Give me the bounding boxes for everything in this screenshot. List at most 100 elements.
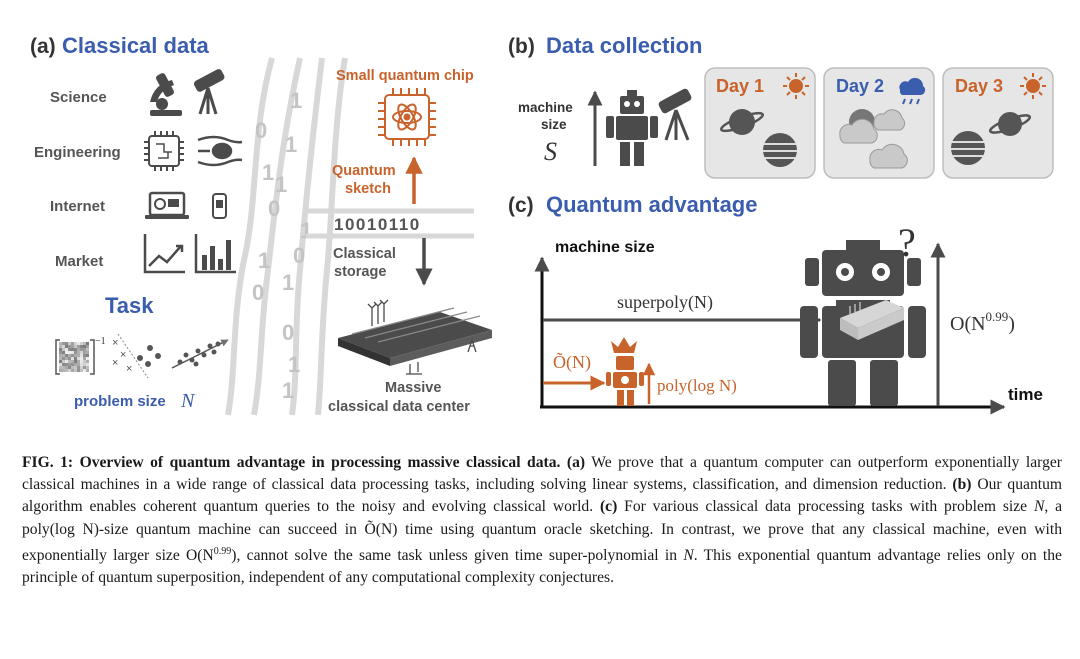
caption-otilde: Õ(N)	[364, 520, 398, 538]
machine-size-var: S	[544, 137, 557, 166]
bits-string: 10010110	[334, 215, 421, 234]
panel-b: (b) Data collection machine size S Day 1	[508, 33, 1054, 179]
poly-log-label: poly(log N)	[657, 376, 737, 395]
storage-line2: storage	[334, 264, 386, 280]
svg-text:×: ×	[112, 337, 118, 349]
x-axis-label: time	[1008, 385, 1043, 404]
stream-left-digit: 0	[255, 118, 267, 143]
classification-icon: ×× ××	[112, 333, 161, 379]
trend-chart-icon	[143, 234, 185, 274]
svg-text:×: ×	[126, 363, 132, 375]
o-big-label: O(N0.99)	[950, 309, 1015, 335]
quantum-sketch-line2: sketch	[345, 181, 391, 197]
cloud-icon	[839, 109, 908, 169]
stream-right-digit: 1	[282, 378, 294, 403]
telescope-icon	[193, 69, 225, 115]
o-tilde-label: Õ(N)	[553, 351, 591, 373]
day-card-1: Day 1	[704, 67, 816, 179]
data-center-icon	[338, 299, 492, 375]
caption-c-text-1: For various classical data processing ta…	[624, 498, 1028, 516]
problem-size-var: N	[180, 390, 196, 412]
caption-c-tag: (c)	[599, 498, 618, 516]
dimension-reduction-icon	[171, 339, 229, 369]
caption-title: Overview of quantum advantage in process…	[79, 454, 561, 471]
caption-c-text-5: , cannot solve the same task unless give…	[236, 547, 678, 564]
storage-line1: Classical	[333, 246, 396, 262]
small-chip-label: Small quantum chip	[336, 68, 474, 84]
panel-a-letter: (a)	[30, 35, 56, 58]
day-label-1: Day 1	[716, 76, 764, 96]
rain-cloud-icon	[899, 77, 926, 105]
machine-size-line1: machine	[518, 100, 573, 115]
panel-b-title: Data collection	[546, 33, 702, 58]
stream-right-digit: 1	[290, 88, 302, 113]
sun-icon	[1020, 73, 1046, 99]
jupiter-icon	[951, 131, 985, 165]
panel-a-title: Classical data	[62, 33, 210, 58]
robot-icon	[606, 90, 658, 166]
category-science: Science	[50, 89, 107, 106]
panel-c-letter: (c)	[508, 194, 534, 217]
quantum-chip-icon	[378, 88, 436, 146]
quantum-chip-section: Small quantum chip Quantum sketch 100101…	[306, 68, 492, 415]
airflow-icon	[197, 135, 243, 167]
robot-data-center-icon	[840, 300, 904, 340]
caption-c-text-3: -size quantum machine can succeed in	[98, 520, 357, 538]
category-internet: Internet	[50, 198, 105, 215]
crown-icon	[611, 337, 637, 353]
figure-caption: FIG. 1: Overview of quantum advantage in…	[22, 452, 1062, 589]
stream-right-digit: 1	[288, 352, 300, 377]
panel-b-letter: (b)	[508, 35, 535, 58]
stream-right-digit: 1	[275, 172, 287, 197]
stream-right-digit: 1	[300, 218, 312, 243]
sun-icon	[783, 73, 809, 99]
matrix-inverse-icon: −1	[55, 336, 106, 375]
caption-c-text-2: , a	[1044, 498, 1063, 516]
caption-obig: O(N0.99)	[186, 545, 237, 564]
stream-left-digit: 0	[252, 280, 264, 305]
telescope-icon	[658, 88, 692, 141]
day-label-3: Day 3	[955, 76, 1003, 96]
stream-left-digit: 1	[258, 248, 270, 273]
center-line1: Massive	[385, 380, 441, 396]
stream-right-digit: 0	[282, 320, 294, 345]
day-card-3: Day 3	[942, 67, 1054, 179]
category-engineering: Engineering	[34, 144, 121, 161]
stream-right-digit: 0	[293, 243, 305, 268]
category-market: Market	[55, 253, 103, 270]
y-axis-label: machine size	[555, 239, 655, 256]
svg-text:×: ×	[120, 349, 126, 361]
machine-size-line2: size	[541, 117, 567, 132]
panel-c: (c) Quantum advantage machine size time	[508, 192, 1043, 415]
center-line2: classical data center	[328, 399, 470, 415]
day-label-2: Day 2	[836, 76, 884, 96]
caption-a-tag: (a)	[566, 454, 586, 471]
laptop-icon	[145, 191, 189, 219]
panel-a: (a) Classical data Science Engineering I…	[30, 33, 243, 412]
inverse-exponent: −1	[95, 336, 106, 347]
quantum-robot-icon	[606, 356, 644, 406]
quantum-sketch-line1: Quantum	[332, 163, 396, 179]
svg-text:×: ×	[112, 357, 118, 369]
caption-c-text-6: . This exponential quantum advantage rel…	[22, 547, 1062, 587]
bar-chart-icon	[194, 234, 236, 274]
day-card-2: Day 2	[823, 67, 935, 179]
saturn-icon	[988, 112, 1032, 136]
stream-right-digit: 1	[282, 270, 294, 295]
caption-a-text: We prove that a quantum computer can out…	[22, 454, 1062, 494]
stream-right-digit: 1	[285, 132, 297, 157]
panel-c-title: Quantum advantage	[546, 192, 757, 217]
stream-left-digit: 0	[268, 196, 280, 221]
task-title: Task	[105, 293, 154, 318]
saturn-icon	[720, 109, 764, 135]
caption-fig-label: FIG. 1:	[22, 454, 74, 471]
phone-icon	[212, 193, 227, 219]
caption-var-n: N	[1033, 498, 1045, 516]
caption-b-text: Our quantum algorithm enables coherent q…	[22, 476, 1062, 516]
microscope-icon	[150, 73, 182, 116]
jupiter-icon	[763, 133, 797, 167]
caption-b-tag: (b)	[952, 476, 972, 494]
superpoly-label: superpoly(N)	[617, 292, 713, 313]
figure-1: (a) Classical data Science Engineering I…	[30, 33, 1054, 416]
